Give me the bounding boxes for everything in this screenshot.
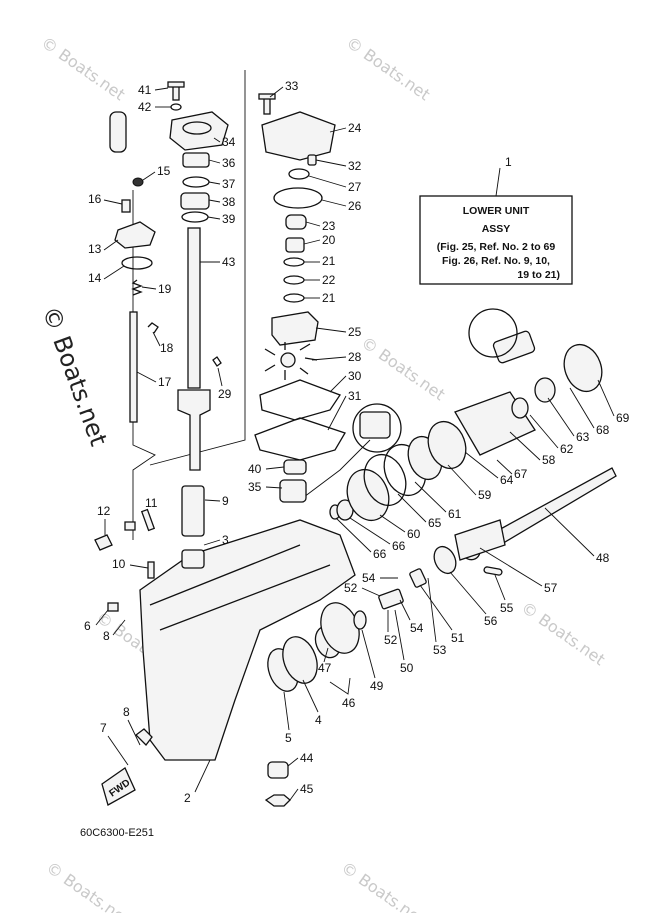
callout-33: 33 bbox=[285, 79, 299, 93]
assy-line-5: 19 to 21) bbox=[517, 269, 560, 281]
callout-36: 36 bbox=[222, 156, 236, 170]
callout-46: 46 bbox=[342, 696, 356, 710]
watermark: © Boats.net bbox=[518, 598, 609, 670]
callout-69: 69 bbox=[616, 411, 630, 425]
callout-43: 43 bbox=[222, 255, 236, 269]
watermark: © Boats.net bbox=[358, 333, 449, 405]
callout-66b: 66 bbox=[373, 547, 387, 561]
callout-47: 47 bbox=[318, 661, 332, 675]
callout-65: 65 bbox=[428, 516, 442, 530]
callout-1: 1 bbox=[505, 155, 512, 169]
callout-35: 35 bbox=[248, 480, 262, 494]
callout-13: 13 bbox=[88, 242, 102, 256]
callout-12: 12 bbox=[97, 504, 111, 518]
callout-28: 28 bbox=[348, 350, 362, 364]
callout-50: 50 bbox=[400, 661, 414, 675]
watermark: © Boats.net bbox=[43, 858, 134, 913]
callouts: 1 2 3 4 5 6 7 8 8 9 10 11 12 13 14 15 16… bbox=[84, 79, 630, 805]
callout-8b: 8 bbox=[123, 705, 130, 719]
callout-29: 29 bbox=[218, 387, 232, 401]
callout-31: 31 bbox=[348, 389, 362, 403]
callout-56: 56 bbox=[484, 614, 498, 628]
callout-15: 15 bbox=[157, 164, 171, 178]
callout-67: 67 bbox=[514, 467, 528, 481]
callout-21b: 21 bbox=[322, 291, 336, 305]
callout-17: 17 bbox=[158, 375, 172, 389]
callout-55: 55 bbox=[500, 601, 514, 615]
callout-59: 59 bbox=[478, 488, 492, 502]
callout-34: 34 bbox=[222, 135, 236, 149]
callout-30: 30 bbox=[348, 369, 362, 383]
callout-64: 64 bbox=[500, 473, 514, 487]
lower-unit-assy-box: LOWER UNIT ASSY (Fig. 25, Ref. No. 2 to … bbox=[419, 167, 573, 285]
callout-40: 40 bbox=[248, 462, 262, 476]
callout-49: 49 bbox=[370, 679, 384, 693]
callout-54b: 54 bbox=[410, 621, 424, 635]
callout-22: 22 bbox=[322, 273, 336, 287]
callout-41: 41 bbox=[138, 83, 152, 97]
callout-44: 44 bbox=[300, 751, 314, 765]
callout-9: 9 bbox=[222, 494, 229, 508]
callout-2: 2 bbox=[184, 791, 191, 805]
callout-45: 45 bbox=[300, 782, 314, 796]
callout-5: 5 bbox=[285, 731, 292, 745]
callout-3: 3 bbox=[222, 533, 229, 547]
callout-6: 6 bbox=[84, 619, 91, 633]
callout-39: 39 bbox=[222, 212, 236, 226]
callout-16: 16 bbox=[88, 192, 102, 206]
callout-68: 68 bbox=[596, 423, 610, 437]
diagram-code: 60C6300-E251 bbox=[80, 827, 154, 839]
watermark-large: © Boats.net bbox=[36, 302, 112, 449]
callout-7: 7 bbox=[100, 721, 107, 735]
watermark: © Boats.net bbox=[38, 33, 129, 105]
parts: FWD bbox=[94, 81, 617, 807]
callout-52a: 52 bbox=[344, 581, 358, 595]
callout-62: 62 bbox=[560, 442, 574, 456]
callout-38: 38 bbox=[222, 195, 236, 209]
callout-20: 20 bbox=[322, 233, 336, 247]
callout-4: 4 bbox=[315, 713, 322, 727]
callout-19: 19 bbox=[158, 282, 172, 296]
callout-18: 18 bbox=[160, 341, 174, 355]
watermark: © Boats.net bbox=[338, 858, 429, 913]
callout-51: 51 bbox=[451, 631, 465, 645]
callout-27: 27 bbox=[348, 180, 362, 194]
callout-10: 10 bbox=[112, 557, 126, 571]
callout-53: 53 bbox=[433, 643, 447, 657]
callout-63: 63 bbox=[576, 430, 590, 444]
callout-66a: 66 bbox=[392, 539, 406, 553]
callout-26: 26 bbox=[348, 199, 362, 213]
callout-14: 14 bbox=[88, 271, 102, 285]
callout-21a: 21 bbox=[322, 254, 336, 268]
callout-52b: 52 bbox=[384, 633, 398, 647]
callout-60: 60 bbox=[407, 527, 421, 541]
callout-25: 25 bbox=[348, 325, 362, 339]
callout-61: 61 bbox=[448, 507, 462, 521]
callout-8a: 8 bbox=[103, 629, 110, 643]
callout-37: 37 bbox=[222, 177, 236, 191]
assy-line-3: (Fig. 25, Ref. No. 2 to 69 bbox=[437, 241, 556, 253]
callout-54a: 54 bbox=[362, 571, 376, 585]
assy-line-4: Fig. 26, Ref. No. 9, 10, bbox=[442, 255, 550, 267]
callout-11: 11 bbox=[145, 496, 158, 510]
callout-48: 48 bbox=[596, 551, 610, 565]
callout-23: 23 bbox=[322, 219, 336, 233]
assy-line-2: ASSY bbox=[482, 223, 511, 235]
callout-57: 57 bbox=[544, 581, 558, 595]
callout-58: 58 bbox=[542, 453, 556, 467]
callout-32: 32 bbox=[348, 159, 362, 173]
watermark: © Boats.net bbox=[343, 33, 434, 105]
callout-42: 42 bbox=[138, 100, 152, 114]
assy-line-1: LOWER UNIT bbox=[463, 205, 530, 217]
callout-24: 24 bbox=[348, 121, 362, 135]
